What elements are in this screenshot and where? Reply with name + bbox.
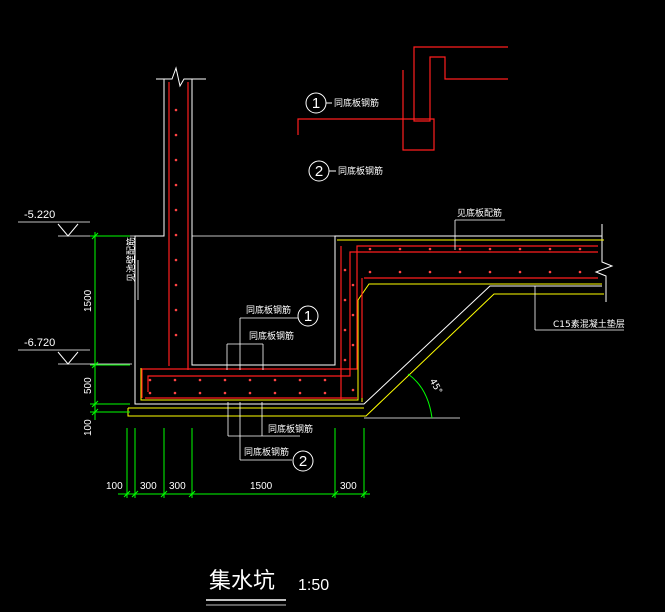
- angle-arc: [407, 373, 433, 419]
- lower-callout-bubble: [292, 450, 314, 472]
- cushion-layer: [127, 293, 604, 417]
- pit-section: 见池壁配筋 见底板配筋 C15素混凝土垫层 45° 同底板钢筋 同底板钢筋 1 …: [125, 66, 625, 472]
- rebar-detail: 1 同底板钢筋 2 同底板钢筋: [297, 46, 508, 182]
- dim-h-100: 100: [106, 481, 123, 492]
- wall-left-outer: [134, 79, 602, 405]
- level-top: -5.220: [24, 209, 55, 221]
- dim-h-300-a: 300: [140, 481, 157, 492]
- lower-callout-label: 同底板钢筋: [268, 423, 313, 435]
- upper-callout-label: 同底板钢筋: [246, 304, 291, 316]
- lower-callout-label-2: 同底板钢筋: [244, 446, 289, 458]
- level-marks: -5.220 -6.720: [18, 209, 160, 365]
- vertical-dimensions: [90, 232, 130, 420]
- rebar-lines: [141, 82, 598, 400]
- rebar-bend-upper: [413, 46, 508, 122]
- dim-h-1500: 1500: [250, 481, 273, 492]
- slab-break-mark: [594, 224, 614, 302]
- wall-rebar-label: 见池壁配筋: [125, 237, 137, 282]
- lower-callout-number: 2: [299, 453, 307, 470]
- drawing-title-block: 集水坑 1:50: [206, 569, 329, 606]
- upper-callout-label-2: 同底板钢筋: [249, 330, 294, 342]
- horizontal-dimensions: [118, 428, 370, 498]
- rebar-bend-lower: [297, 70, 435, 151]
- level-bottom: -6.720: [24, 337, 55, 349]
- slab-rebar-label: 见底板配筋: [457, 207, 502, 219]
- dim-v-1500: 1500: [83, 289, 94, 312]
- wall-break-mark: [156, 66, 206, 88]
- rebar-dots: [148, 108, 582, 395]
- detail-label-2: 同底板钢筋: [338, 165, 383, 177]
- dim-v-500: 500: [83, 377, 94, 394]
- upper-callout-number: 1: [304, 308, 312, 325]
- bubble-2-number: 2: [315, 163, 323, 180]
- angle-label: 45°: [427, 377, 444, 396]
- upper-callout-bubble: [297, 305, 319, 327]
- drawing-scale: 1:50: [298, 577, 329, 594]
- detail-label-1: 同底板钢筋: [334, 97, 379, 109]
- bubble-1-number: 1: [312, 95, 320, 112]
- cushion-label: C15素混凝土垫层: [553, 318, 625, 330]
- dim-h-300-b: 300: [169, 481, 186, 492]
- dim-h-300-c: 300: [340, 481, 357, 492]
- dim-v-100: 100: [83, 419, 94, 436]
- drawing-title: 集水坑: [209, 569, 275, 594]
- wall-right-inner: [191, 79, 602, 366]
